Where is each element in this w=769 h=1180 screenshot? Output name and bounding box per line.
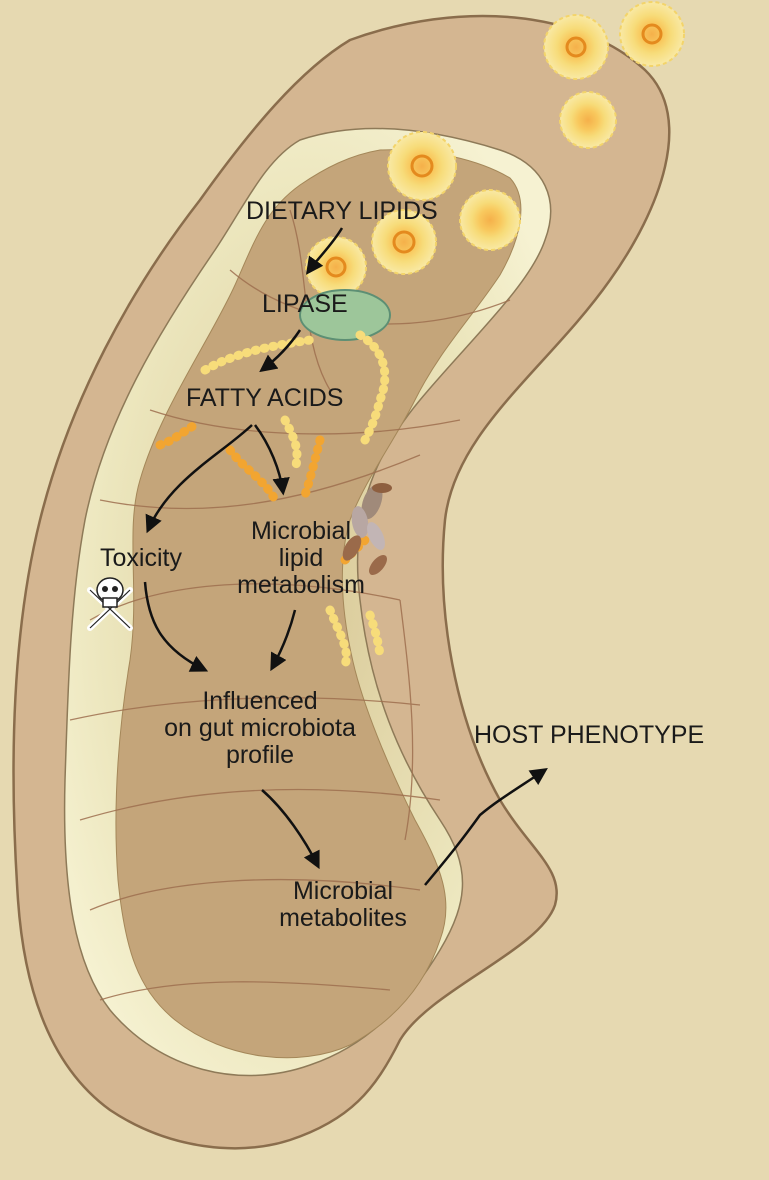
label-lipase: LIPASE [262,290,348,318]
label-host-phenotype: HOST PHENOTYPE [474,721,705,749]
label-microbial-metabolites: Microbial metabolites [279,877,407,932]
lipase-enzyme [299,289,391,341]
label-toxicity: Toxicity [100,544,182,572]
lumen [115,149,522,1059]
skull-and-crossbones-icon [87,577,133,631]
lipid-micelles [305,1,685,298]
flow-arrows [143,227,548,886]
bacteria-cluster [342,483,392,575]
label-influenced-on-gut-microbiota-profile: Influenced on gut microbiota profile [164,687,356,769]
label-microbial-lipid-metabolism: Microbial lipid metabolism [237,517,365,599]
label-fatty-acids: FATTY ACIDS [186,384,344,412]
label-dietary-lipids: DIETARY LIPIDS [246,197,438,225]
